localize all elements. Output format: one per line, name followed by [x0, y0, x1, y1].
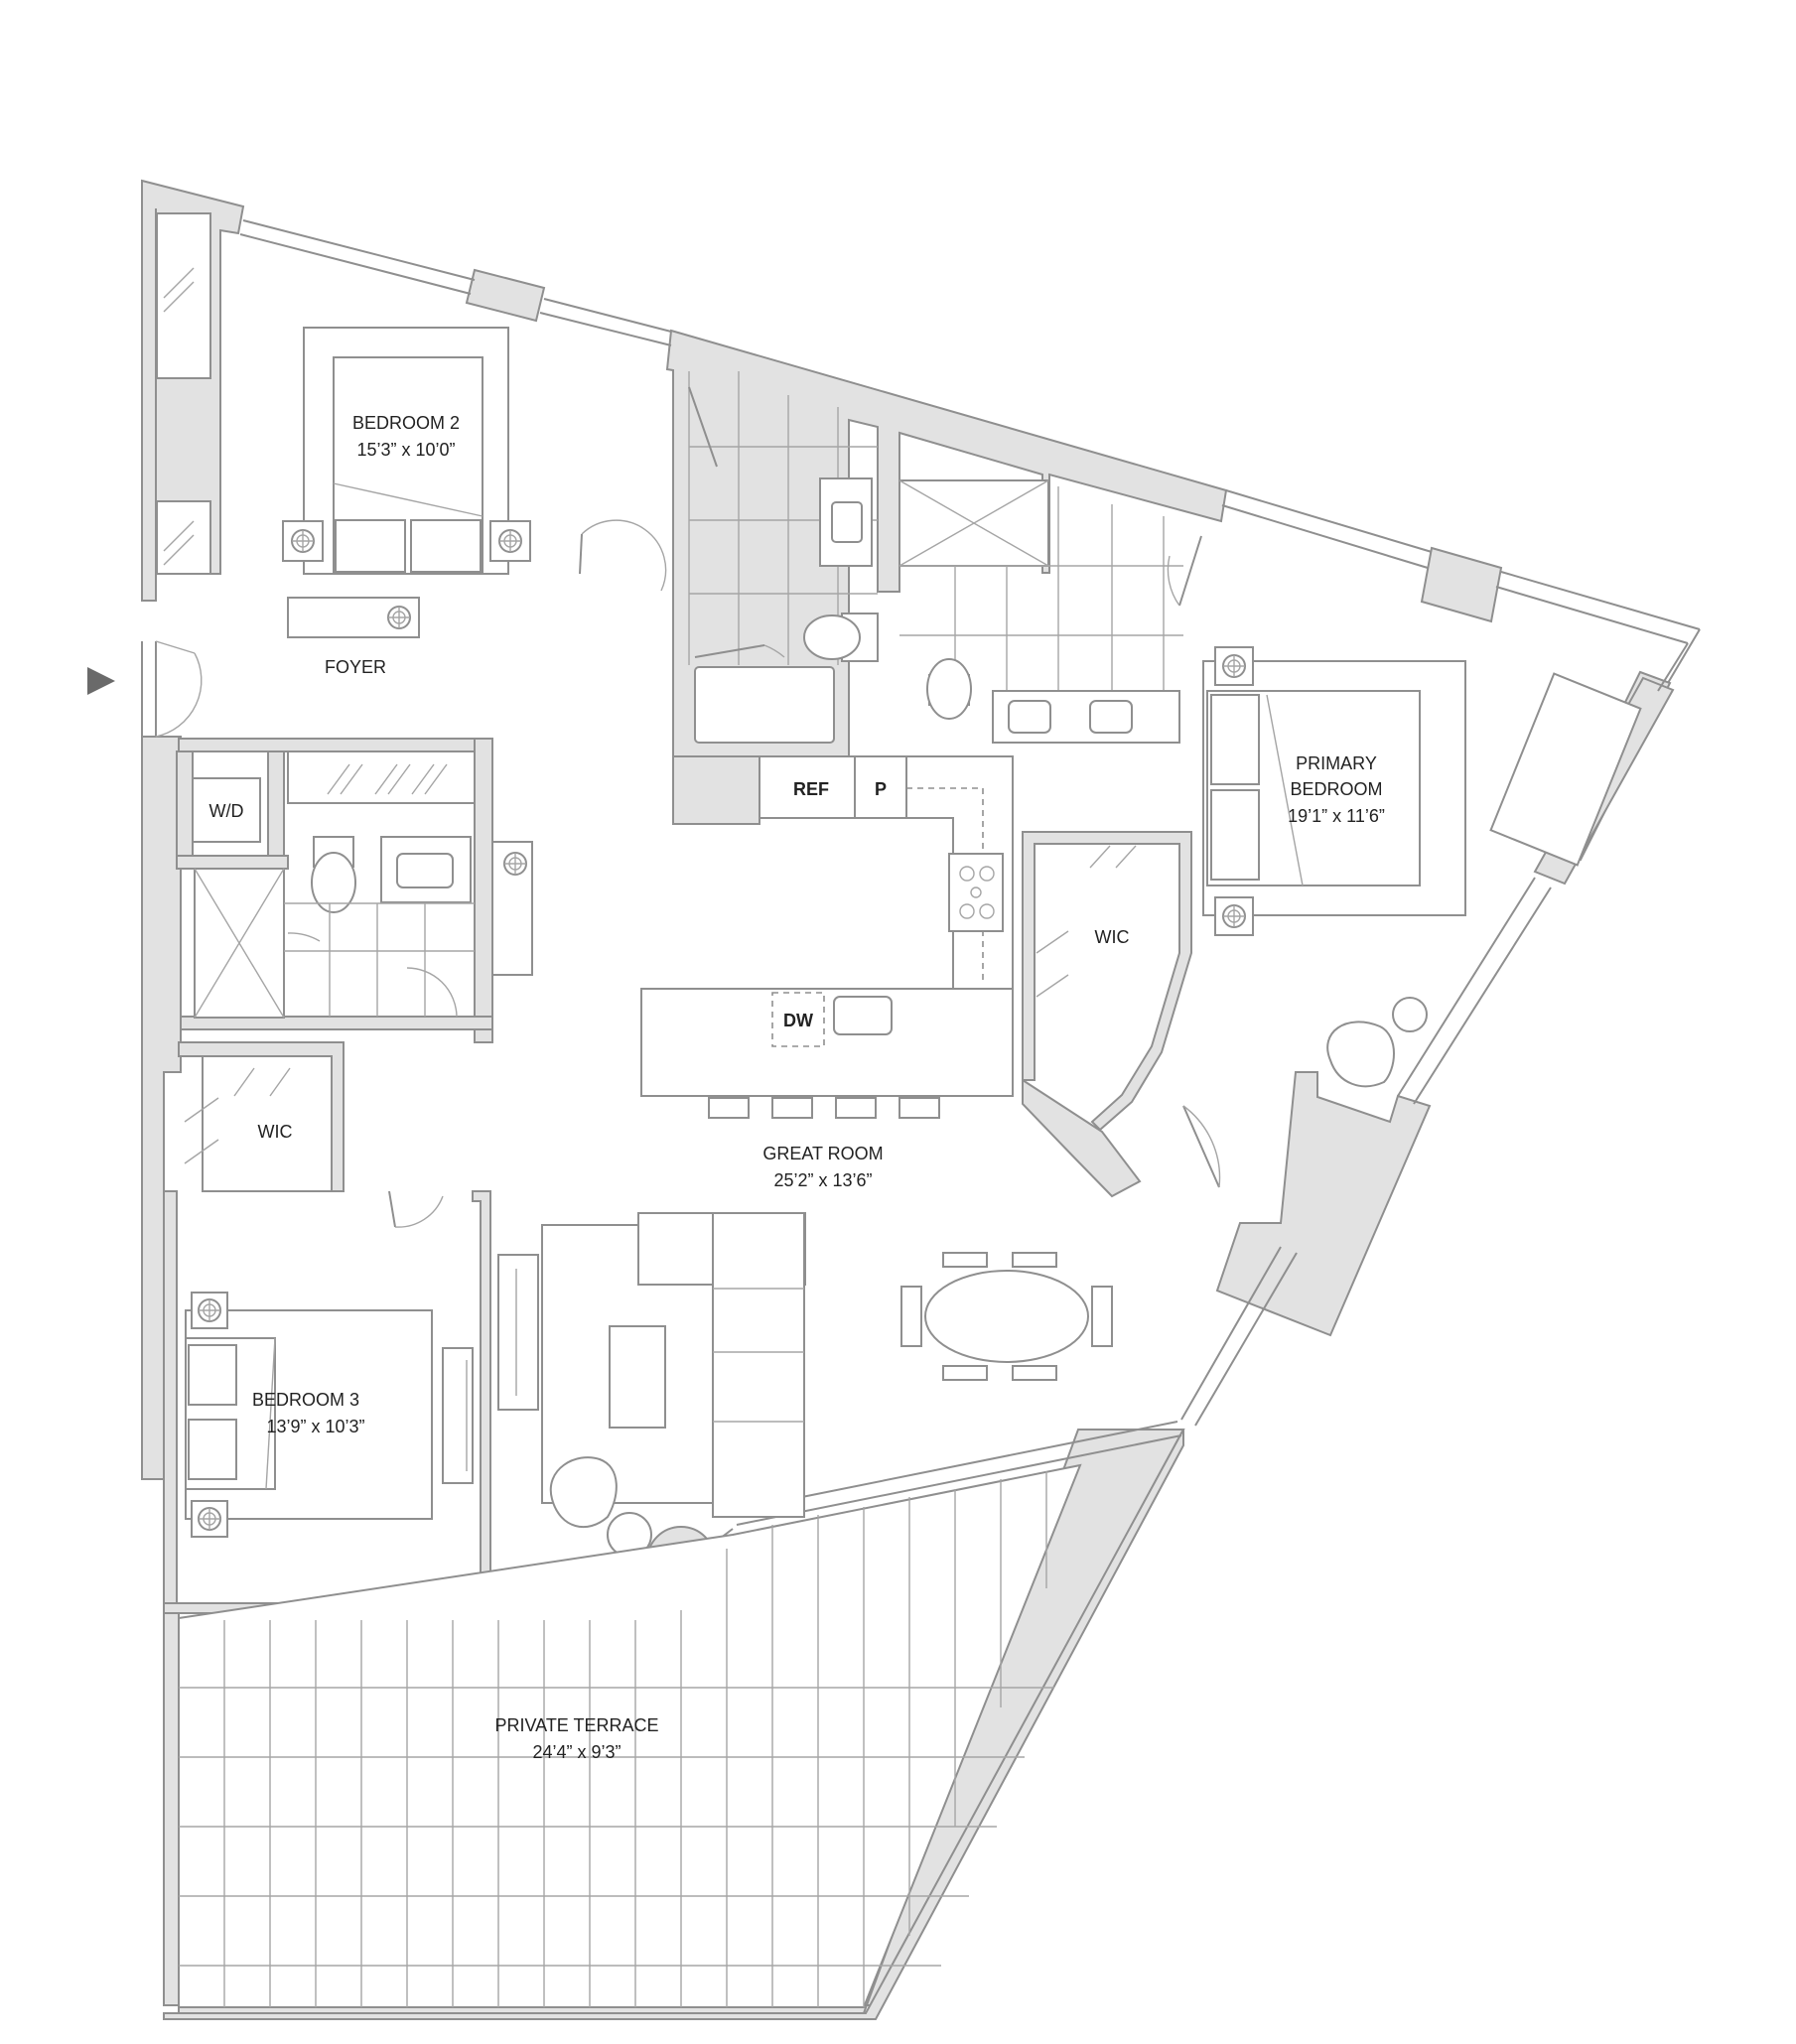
primary-label-line1: PRIMARY [1296, 753, 1377, 773]
kitchen-sink [833, 996, 893, 1035]
bedroom-3: BEDROOM 3 13’9” x 10’3” [185, 1190, 474, 1538]
dw-label: DW [783, 1011, 813, 1030]
great-room: GREAT ROOM 25’2” x 13’6” [497, 1144, 1113, 1595]
hall-bath [194, 836, 533, 1019]
private-terrace: PRIVATE TERRACE 24’4” x 9’3” [178, 1463, 1082, 2008]
washer-dryer [192, 777, 261, 843]
outlet-icon [498, 529, 522, 553]
outlet-icon [1222, 654, 1246, 678]
primary-label-line2: BEDROOM [1290, 779, 1382, 799]
bedroom-2: BEDROOM 2 15’3” x 10’0” [156, 212, 667, 592]
bedroom-3-label: BEDROOM 3 [252, 1390, 359, 1410]
sofa [712, 1212, 805, 1518]
bedroom-2-dims: 15’3” x 10’0” [356, 440, 455, 460]
outlet-icon [198, 1298, 221, 1322]
main-bath [688, 371, 879, 744]
bathtub [694, 666, 835, 744]
terrace-dims: 24’4” x 9’3” [532, 1742, 621, 1762]
outlet-icon [387, 606, 411, 629]
kitchen: REF P DW [640, 755, 1014, 1119]
great-room-dims: 25’2” x 13’6” [773, 1170, 872, 1190]
foyer-label: FOYER [325, 657, 386, 677]
primary-bedroom: PRIMARY BEDROOM 19’1” x 11’6” [1182, 646, 1642, 1188]
outlet-icon [291, 529, 315, 553]
bedroom-2-label: BEDROOM 2 [352, 413, 460, 433]
ref-label: REF [793, 779, 829, 799]
outlet-icon [503, 852, 527, 876]
dresser-bedroom-3 [442, 1347, 474, 1484]
primary-dims: 19’1” x 11’6” [1288, 806, 1385, 826]
kitchen-island [640, 988, 1014, 1097]
dresser-primary [1489, 672, 1642, 867]
cooktop [948, 853, 1004, 932]
terrace-label: PRIVATE TERRACE [494, 1715, 658, 1735]
primary-bath [898, 479, 1202, 744]
outlet-icon [198, 1507, 221, 1531]
wic-bedroom-3: WIC [184, 1055, 333, 1192]
coffee-table [609, 1325, 666, 1429]
bedroom-3-dims: 13’9” x 10’3” [266, 1417, 364, 1436]
great-room-label: GREAT ROOM [762, 1144, 883, 1163]
wd-label: W/D [209, 801, 244, 821]
outlet-icons [198, 529, 1246, 1531]
laundry: W/D [192, 750, 476, 843]
wic-primary-label: WIC [1095, 927, 1130, 947]
entry-arrow-icon [87, 667, 115, 695]
foyer: FOYER [87, 597, 420, 738]
pantry-label: P [875, 779, 887, 799]
wic-b3-label: WIC [258, 1122, 293, 1142]
media-console [497, 1254, 539, 1411]
outlet-icon [1222, 904, 1246, 928]
wic-primary: WIC [1036, 845, 1137, 998]
pantry [854, 755, 907, 819]
dining-table [924, 1270, 1089, 1363]
